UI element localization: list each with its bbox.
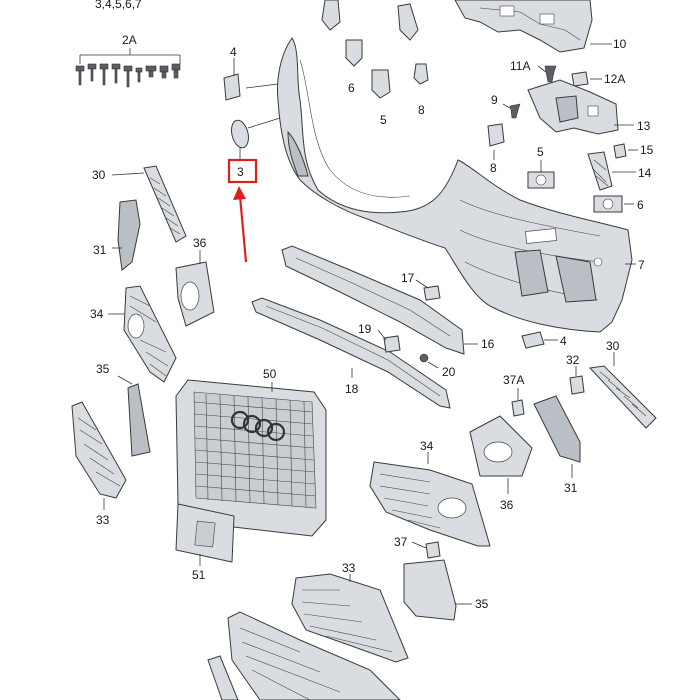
part-30-right-grille bbox=[588, 352, 657, 429]
callout-34-left: 34 bbox=[90, 307, 104, 321]
part-11a-screw bbox=[537, 65, 557, 83]
part-16-reinforcement bbox=[281, 245, 478, 355]
part-17-clip bbox=[415, 279, 441, 301]
callout-30-right: 30 bbox=[606, 339, 620, 353]
red-arrow bbox=[233, 186, 248, 263]
part-4-cap bbox=[223, 58, 241, 101]
callout-36-left: 36 bbox=[193, 236, 207, 250]
callout-4-mid: 4 bbox=[560, 334, 567, 348]
callout-37a: 37A bbox=[503, 373, 524, 387]
part-30-left-grille bbox=[111, 165, 187, 243]
bumper-cover-7 bbox=[277, 37, 636, 333]
part-5-mid bbox=[527, 160, 555, 189]
callout-35-right: 35 bbox=[475, 597, 489, 611]
audi-rings-logo bbox=[230, 410, 286, 442]
part-36-left-bezel bbox=[175, 250, 215, 327]
callout-18: 18 bbox=[345, 382, 359, 396]
top-clips bbox=[321, 0, 429, 99]
part-12a-clip bbox=[571, 71, 602, 87]
callout-36-right: 36 bbox=[500, 498, 514, 512]
callout-16: 16 bbox=[481, 337, 495, 351]
part-15-clip bbox=[613, 143, 638, 159]
part-37-clip bbox=[411, 541, 441, 559]
part-3-cap bbox=[231, 83, 281, 160]
top-partial-label: 3,4,5,6,7 bbox=[95, 0, 142, 11]
part-20-screw bbox=[419, 353, 439, 369]
callout-4-top: 4 bbox=[230, 45, 237, 59]
part-35-left-trim bbox=[117, 375, 151, 457]
callout-labels: 2A 4 3 6 5 8 10 11A 12A 9 8 13 5 15 14 6… bbox=[90, 33, 654, 611]
callout-19: 19 bbox=[358, 322, 372, 336]
part-34-mid-grille bbox=[369, 452, 491, 547]
screw-kit-2a bbox=[75, 48, 181, 88]
part-34-left-grille bbox=[108, 285, 177, 383]
callout-34-mid: 34 bbox=[420, 439, 434, 453]
callout-14: 14 bbox=[638, 166, 652, 180]
part-6-mid bbox=[593, 195, 634, 213]
part-13-bracket bbox=[527, 79, 634, 135]
callout-50: 50 bbox=[263, 367, 277, 381]
callout-35-left: 35 bbox=[96, 362, 110, 376]
part-33-mid-grille bbox=[291, 573, 409, 663]
highlight-box-part-3 bbox=[227, 158, 258, 184]
callout-3: 3 bbox=[237, 165, 244, 179]
part-19-clip bbox=[377, 329, 401, 353]
part-18-trim-bar bbox=[251, 297, 451, 409]
part-31-left-trim bbox=[112, 199, 141, 271]
callout-32: 32 bbox=[566, 353, 580, 367]
part-36-right-bezel bbox=[469, 415, 533, 494]
part-31-right-trim bbox=[533, 395, 581, 478]
part-37a-clip bbox=[511, 388, 525, 417]
callout-33-mid: 33 bbox=[342, 561, 356, 575]
part-33-left-grille bbox=[71, 401, 127, 510]
callout-31-left: 31 bbox=[93, 243, 107, 257]
callout-5-top: 5 bbox=[380, 113, 387, 127]
callout-8-top: 8 bbox=[418, 103, 425, 117]
callout-31-right: 31 bbox=[564, 481, 578, 495]
part-10-bracket bbox=[454, 0, 612, 53]
bottom-lower-grille bbox=[207, 611, 401, 700]
part-14-grille bbox=[587, 151, 636, 191]
part-9-screw bbox=[502, 103, 521, 119]
callout-13: 13 bbox=[637, 119, 651, 133]
callout-6-top: 6 bbox=[348, 81, 355, 95]
callout-37: 37 bbox=[394, 535, 408, 549]
callout-9: 9 bbox=[491, 93, 498, 107]
callout-2a: 2A bbox=[122, 33, 137, 47]
part-51-plate-bracket bbox=[175, 503, 235, 566]
callout-11a: 11A bbox=[510, 59, 530, 73]
part-50-grille bbox=[175, 379, 327, 537]
callout-20: 20 bbox=[442, 365, 456, 379]
callout-6-mid: 6 bbox=[637, 198, 644, 212]
part-4-mid-cap bbox=[521, 331, 558, 349]
callout-12a: 12A bbox=[604, 72, 625, 86]
callout-33-left: 33 bbox=[96, 513, 110, 527]
callout-8-mid: 8 bbox=[490, 161, 497, 175]
callout-17: 17 bbox=[401, 271, 415, 285]
callout-5-mid: 5 bbox=[537, 145, 544, 159]
part-35-right-trim bbox=[403, 559, 472, 621]
callout-7: 7 bbox=[638, 258, 645, 272]
callout-51: 51 bbox=[192, 568, 206, 582]
part-32-clip bbox=[569, 366, 585, 395]
callout-30-left: 30 bbox=[92, 168, 106, 182]
callout-10: 10 bbox=[613, 37, 627, 51]
part-8-clip-mid bbox=[487, 123, 505, 160]
callout-15: 15 bbox=[640, 143, 654, 157]
